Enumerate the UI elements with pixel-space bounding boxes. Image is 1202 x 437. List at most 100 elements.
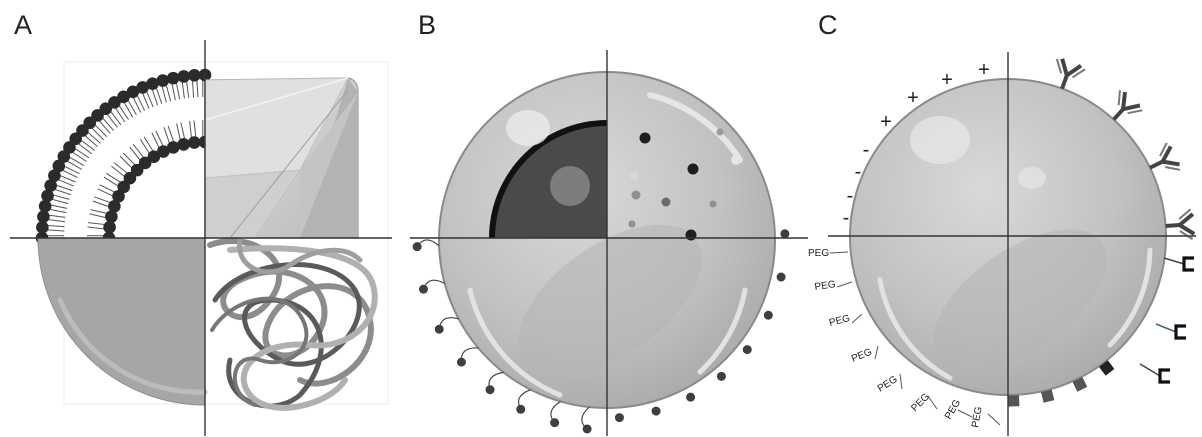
molecule-dot xyxy=(709,200,717,208)
ligand-bracket xyxy=(1174,324,1186,340)
antibody-arm-outline xyxy=(1178,208,1192,220)
lipid-head xyxy=(166,71,180,85)
positive-charge: + xyxy=(907,87,919,109)
surface-block xyxy=(1041,389,1055,403)
peg-chain xyxy=(987,413,1001,426)
lipid-head xyxy=(105,210,118,223)
antibody-icon xyxy=(1165,208,1196,240)
lipid-head xyxy=(146,77,159,90)
peg-chain xyxy=(874,345,879,360)
surface-bead xyxy=(742,345,752,355)
antibody-arm-outline xyxy=(1159,142,1168,157)
panel-c-letter: C xyxy=(818,10,838,40)
crystal-quadrant xyxy=(204,77,359,239)
surface-ligands xyxy=(412,229,790,434)
lipid-head xyxy=(187,136,201,149)
panel-b-rim-highlight xyxy=(467,287,563,398)
peg-chain xyxy=(957,409,973,418)
peg-chain xyxy=(899,373,903,390)
lipid-head xyxy=(130,163,144,177)
ligand-head xyxy=(485,385,495,395)
antibody-stem xyxy=(1112,107,1125,121)
molecule-dot xyxy=(628,220,636,228)
ligand-bracket xyxy=(1158,368,1170,384)
antibody-arm-outline xyxy=(1071,68,1086,79)
ligand-head xyxy=(434,324,444,334)
panel-a-frame xyxy=(63,61,389,405)
lipid-head xyxy=(99,102,113,115)
surface-bead xyxy=(614,413,624,423)
lipid-head xyxy=(108,199,121,213)
negative-charge: - xyxy=(847,185,854,207)
lipid-head xyxy=(123,171,137,185)
antibody-arm xyxy=(1178,223,1196,236)
panel-a: A xyxy=(10,10,392,436)
antibody-arm xyxy=(1160,145,1173,163)
panel-c-rim-highlight-right xyxy=(1107,247,1153,348)
lipid-head xyxy=(136,81,149,94)
antibody-arm xyxy=(1065,63,1083,78)
lipid-head xyxy=(177,138,190,151)
lipid-head xyxy=(108,96,121,109)
peg-chain xyxy=(836,281,853,288)
lipid-head xyxy=(57,150,71,163)
panel-b-sphere-shade xyxy=(518,224,702,376)
surface-block xyxy=(1072,377,1088,392)
molecule-dot xyxy=(630,172,638,180)
ligand-bracket xyxy=(1182,256,1194,272)
panel-b-top-highlight xyxy=(647,92,743,163)
negative-charge: - xyxy=(855,161,862,183)
surface-bead xyxy=(776,272,786,282)
surface-charges: ++++---- xyxy=(843,59,990,229)
lipid-head xyxy=(112,190,125,203)
negative-charge: - xyxy=(843,207,850,229)
panel-b: B xyxy=(410,10,808,436)
peg-label: PEG xyxy=(970,406,985,429)
lipid-head xyxy=(147,150,161,164)
ligand-head xyxy=(412,242,422,252)
positive-charge: + xyxy=(941,69,953,91)
lipid-head xyxy=(126,85,140,99)
surface-block xyxy=(1008,395,1020,407)
molecule-dot xyxy=(716,128,724,136)
panel-c-gloss-small xyxy=(1018,167,1046,189)
peg-label: PEG xyxy=(808,248,829,259)
ligand-head xyxy=(582,424,592,434)
lipid-head xyxy=(38,199,52,213)
peg-chain xyxy=(851,313,863,324)
panel-c-rim-highlight xyxy=(877,277,953,381)
panel-c-gloss xyxy=(910,116,970,164)
dark-core-quadrant xyxy=(489,120,607,238)
peg-label: PEG xyxy=(909,391,932,414)
peg-label: PEG xyxy=(943,398,963,422)
molecule-dot xyxy=(685,229,697,241)
surface-bead xyxy=(651,406,661,416)
antibody-arm xyxy=(1162,159,1180,167)
positive-charge: + xyxy=(978,59,990,81)
lipid-head xyxy=(157,145,170,158)
surface-bead xyxy=(780,229,790,239)
ligand-linker xyxy=(1163,257,1185,265)
lipid-head xyxy=(36,221,49,234)
lipid-head xyxy=(117,180,131,194)
antibody-arm xyxy=(1122,103,1141,112)
antibody-arm-outline xyxy=(1117,90,1121,106)
polymer-coil-quadrant xyxy=(207,238,378,411)
surface-bead xyxy=(716,371,726,381)
panel-b-letter: B xyxy=(418,10,436,40)
antibody-stem xyxy=(1149,159,1164,170)
peg-chain xyxy=(829,251,849,254)
antibody-arm-outline xyxy=(1055,58,1063,74)
surface-bead xyxy=(686,392,696,402)
panel-b-gloss xyxy=(506,110,550,146)
surface-blocks xyxy=(1008,360,1115,407)
surface-block xyxy=(1098,360,1115,376)
antibody-icon xyxy=(1055,58,1086,90)
lipid-head xyxy=(166,141,180,154)
ligand-head xyxy=(418,284,428,294)
molecule-dot xyxy=(661,197,671,207)
solid-particle-quadrant xyxy=(37,237,206,406)
surface-bead xyxy=(763,310,773,320)
lipid-head xyxy=(103,220,116,234)
